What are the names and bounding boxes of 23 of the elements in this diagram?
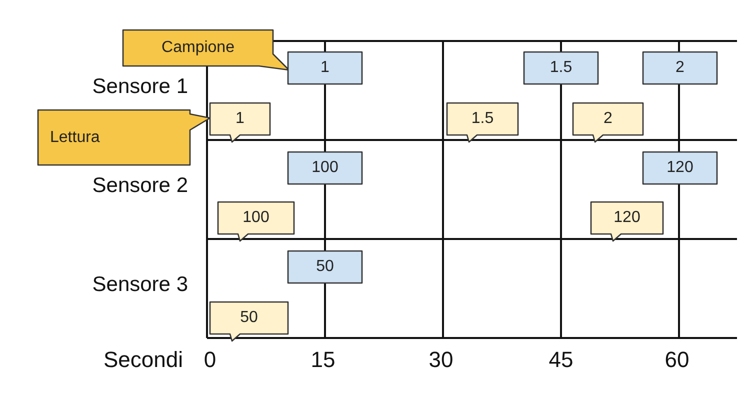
row-label: Sensore 2 bbox=[92, 174, 188, 196]
reading-callout: 120 bbox=[591, 202, 664, 242]
reading-callout: 1 bbox=[210, 103, 271, 143]
tick-label: 30 bbox=[428, 349, 454, 371]
sample-box: 100 bbox=[288, 152, 363, 185]
callout-bubble: Campione bbox=[123, 30, 290, 71]
callout-bubble: Lettura bbox=[38, 110, 211, 165]
reading-callout: 1.5 bbox=[447, 103, 519, 143]
sample-box: 50 bbox=[288, 251, 363, 284]
tick-label: 45 bbox=[548, 349, 574, 371]
sample-box: 1.5 bbox=[524, 52, 599, 85]
axis-title: Secondi bbox=[103, 349, 183, 371]
sample-box: 120 bbox=[643, 152, 718, 185]
tick-label: 15 bbox=[310, 349, 336, 371]
reading-callout: 2 bbox=[573, 103, 644, 143]
row-label: Sensore 1 bbox=[92, 76, 188, 96]
reading-callout: 100 bbox=[218, 202, 295, 242]
sample-box: 1 bbox=[288, 52, 363, 85]
sample-box: 2 bbox=[643, 52, 718, 85]
tick-label: 0 bbox=[204, 349, 216, 371]
row-label: Sensore 3 bbox=[92, 274, 188, 294]
tick-label: 60 bbox=[664, 349, 690, 371]
reading-callout: 50 bbox=[210, 302, 289, 342]
